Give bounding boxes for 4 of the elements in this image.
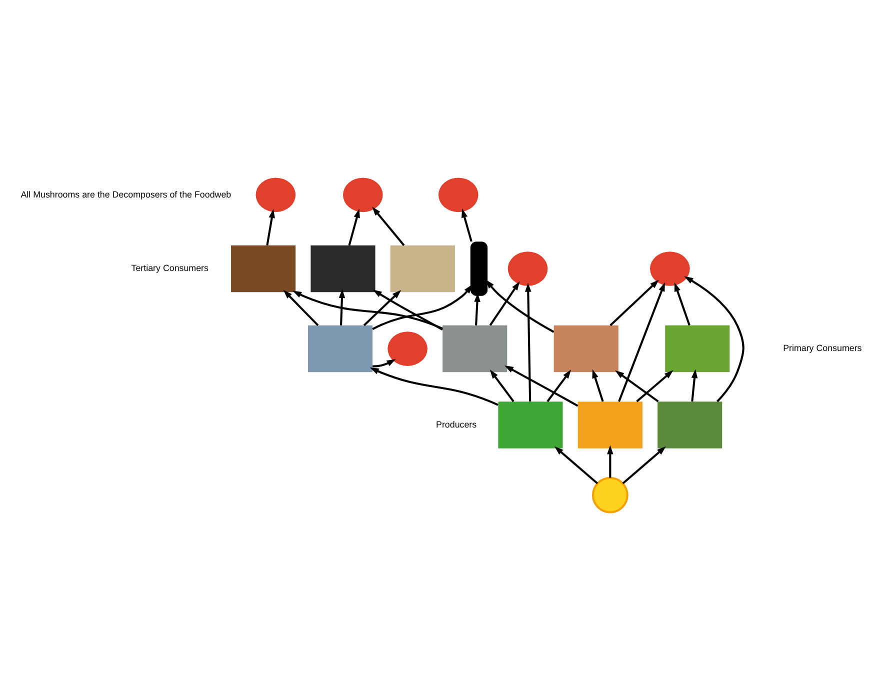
label: All Mushrooms are the Decomposers of the Foodweb — [20, 189, 232, 200]
label: Producers — [436, 419, 477, 430]
label: Tertiary Consumers — [131, 263, 208, 274]
label: Primary Consumers — [783, 343, 862, 354]
